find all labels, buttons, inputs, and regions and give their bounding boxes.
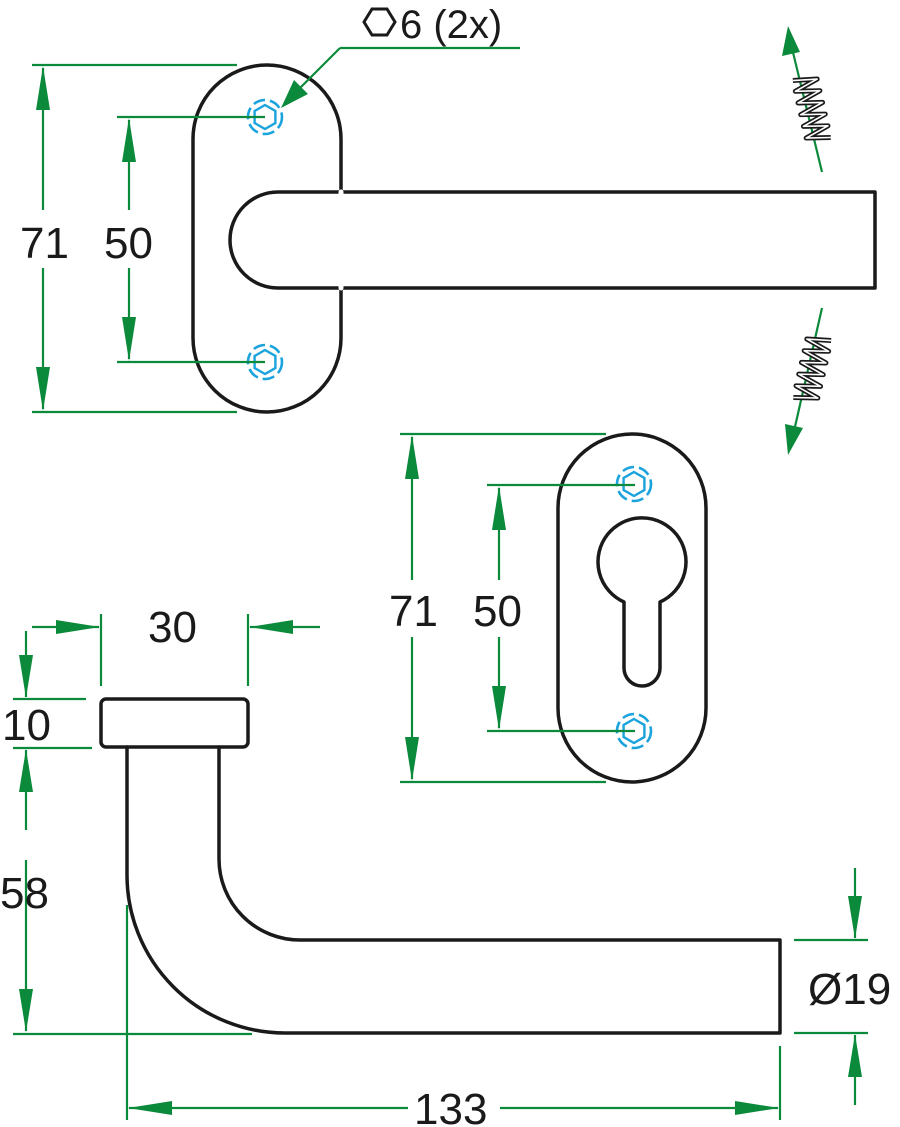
rotation-indicator-down xyxy=(785,307,832,455)
escutcheon-plate xyxy=(556,432,708,784)
dimension-133 xyxy=(125,905,782,1120)
dimension-58 xyxy=(13,860,252,1036)
dimension-label-30: 30 xyxy=(148,603,197,652)
escutcheon-view: 71 50 xyxy=(389,432,708,784)
side-view: 30 10 58 133 xyxy=(0,603,891,1127)
dimension-label-133: 133 xyxy=(414,1085,487,1127)
rosette-side xyxy=(99,697,250,749)
handle-side-profile xyxy=(125,745,782,1035)
hexagon-icon xyxy=(362,7,397,37)
dimension-label-diameter-19: Ø19 xyxy=(808,965,891,1014)
dimension-71-top xyxy=(32,63,237,414)
dimension-label-10: 10 xyxy=(2,701,51,750)
spring-icon xyxy=(793,336,832,401)
dimension-10 xyxy=(13,631,92,830)
dimension-label-58: 58 xyxy=(0,869,49,918)
rotation-indicator-up xyxy=(782,26,831,173)
screw-callout-label: 6 (2x) xyxy=(400,3,502,47)
spring-icon xyxy=(792,76,831,141)
dimension-label-50-top: 50 xyxy=(104,219,153,268)
screw-callout-leader xyxy=(281,46,520,108)
handle-lever xyxy=(228,190,877,290)
top-view: 71 50 6 (2x) xyxy=(20,3,877,455)
dimension-30 xyxy=(32,614,320,686)
dimension-label-71-top: 71 xyxy=(20,219,69,268)
dimension-label-50-escutcheon: 50 xyxy=(473,587,522,636)
keyhole xyxy=(596,516,688,688)
dimension-diameter-19 xyxy=(794,868,868,1105)
dimension-50-escutcheon xyxy=(487,483,635,733)
dimension-71-escutcheon xyxy=(400,432,606,784)
dimension-50-top xyxy=(117,115,265,364)
dimension-label-71-escutcheon: 71 xyxy=(389,587,438,636)
